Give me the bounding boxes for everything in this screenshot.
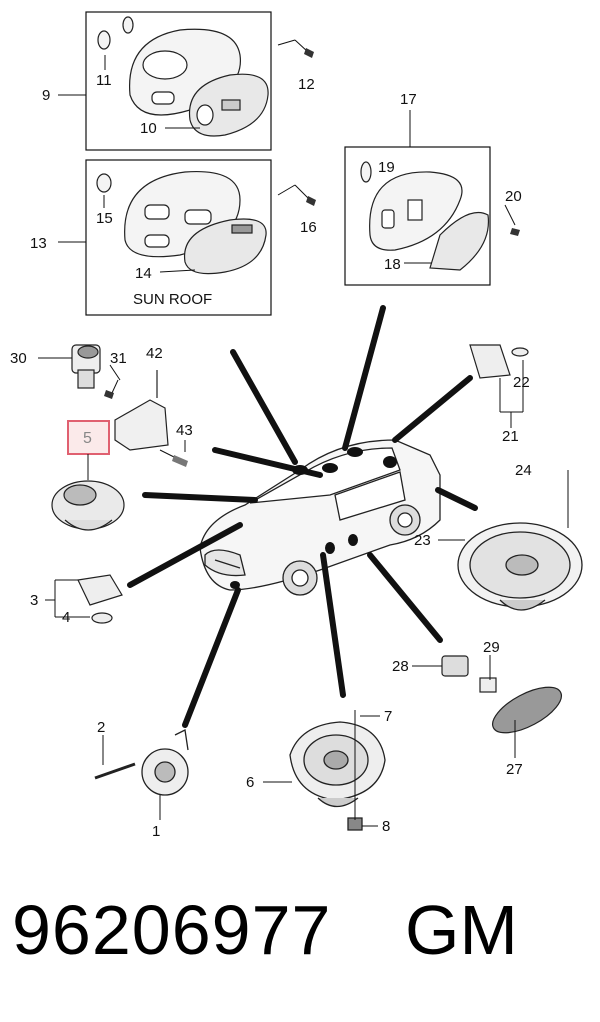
sunroof-label: SUN ROOF [133,291,212,308]
callout-20: 20 [505,188,522,205]
part-front-speaker [289,721,386,831]
callout-19: 19 [378,159,395,176]
part-bracket [114,370,169,451]
sunroof-lamp-drawing [96,170,267,275]
manufacturer: GM [405,891,518,969]
callout-16: 16 [300,219,317,236]
callout-4: 4 [62,609,70,626]
part-side-lamp [77,574,123,624]
callout-18: 18 [384,256,401,273]
callout-27: 27 [506,761,523,778]
callout-28: 28 [392,658,409,675]
part-side-repeater [441,655,562,734]
part-tweeter [51,480,125,531]
callout-42: 42 [146,345,163,362]
callout-9: 9 [42,87,50,104]
callout-23: 23 [414,532,431,549]
callout-31: 31 [110,350,127,367]
parts-diagram: 1 2 3 4 5 6 7 8 9 10 11 12 13 14 15 16 1… [10,11,583,840]
callout-1: 1 [152,823,160,840]
callout-6: 6 [246,774,254,791]
part-horn [94,729,189,796]
callout-24: 24 [515,462,532,479]
callout-7: 7 [384,708,392,725]
callout-30: 30 [10,350,27,367]
callout-17: 17 [400,91,417,108]
callout-5: 5 [83,430,92,447]
box-sunroof-lamp [85,159,272,316]
map-lamp-drawing [360,161,490,271]
callout-15: 15 [96,210,113,227]
callout-43: 43 [176,422,193,439]
box-dome-lamp [85,11,272,151]
callout-21: 21 [502,428,519,445]
callout-8: 8 [382,818,390,835]
callout-11: 11 [96,72,112,89]
part-rear-speaker [457,522,583,611]
callout-3: 3 [30,592,38,609]
part-rear-lamp [469,344,529,379]
part-number: 96206977 [12,891,332,969]
callout-22: 22 [513,374,530,391]
callout-12: 12 [298,76,315,93]
callout-10: 10 [140,120,157,137]
part-switch [71,344,101,389]
dome-lamp-drawing [97,16,269,137]
callout-5-highlight [67,420,110,455]
callout-14: 14 [135,265,152,282]
callout-29: 29 [483,639,500,656]
callout-13: 13 [30,235,47,252]
car-drawing [199,439,441,596]
callout-2: 2 [97,719,105,736]
box-map-lamp [344,146,491,286]
